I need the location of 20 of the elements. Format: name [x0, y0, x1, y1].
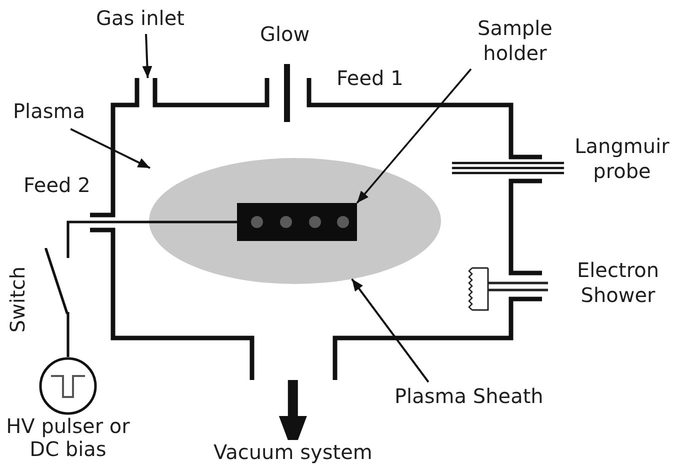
part-label: Glow [260, 22, 310, 47]
leader-line [351, 278, 430, 383]
part-label: Gas inlet [96, 6, 184, 31]
part-label: Feed 2 [24, 173, 90, 198]
part-label: Sample holder [475, 16, 555, 66]
wire [66, 312, 70, 357]
part-label: Langmuir probe [574, 134, 670, 184]
part-label: HV pulser or DC bias [5, 415, 131, 461]
part-label: Vacuum system [214, 440, 372, 465]
plasma-sheath [149, 158, 441, 284]
part-label: Feed 1 [336, 66, 404, 91]
part-label: Plasma [13, 99, 86, 124]
part-label: Switch [6, 266, 31, 332]
leader-line [142, 34, 152, 78]
leader-line [356, 68, 472, 204]
part-label: Plasma Sheath [394, 384, 544, 409]
leader-line [70, 128, 150, 169]
wire [66, 220, 237, 258]
sample-holder [237, 203, 357, 241]
part-label: Electron Shower [576, 258, 660, 308]
